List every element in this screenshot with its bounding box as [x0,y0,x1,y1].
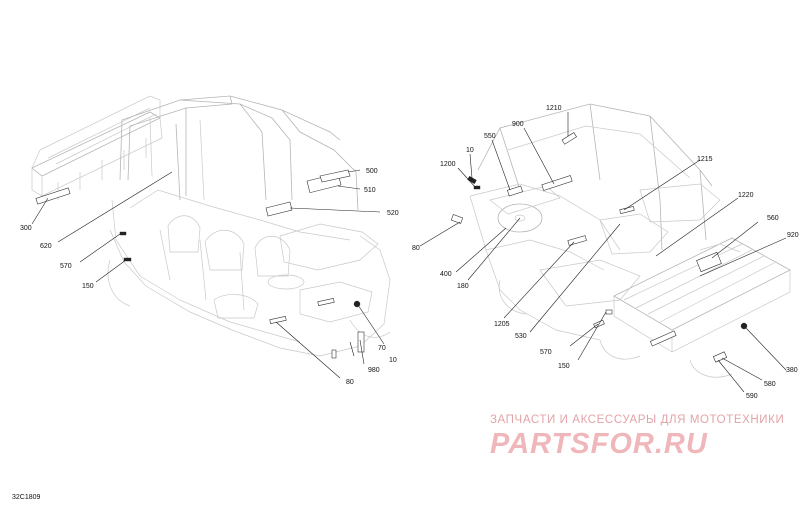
callout-380: 380 [786,367,798,374]
callout-180: 180 [457,283,469,290]
right-callouts: 1210 900 550 10 1200 1215 1220 560 920 8… [412,105,799,400]
callout-580: 580 [764,381,776,388]
callout-920: 920 [787,232,799,239]
callout-1215: 1215 [697,156,713,163]
right-leader-lines [419,112,787,393]
left-leader-lines [31,169,385,379]
callout-980: 980 [368,367,380,374]
callout-560: 560 [767,215,779,222]
drawing-code: 32C1809 [12,494,41,501]
callout-900: 900 [512,121,524,128]
callout-530: 530 [515,333,527,340]
callout-10: 10 [389,357,397,364]
callout-1200: 1200 [440,161,456,168]
callout-520: 520 [387,210,399,217]
callout-550: 550 [484,133,496,140]
callout-80: 80 [346,379,354,386]
callout-1205: 1205 [494,321,510,328]
callout-1220: 1220 [738,192,754,199]
callout-510: 510 [364,187,376,194]
callout-150-right: 150 [558,363,570,370]
right-vehicle-drawing [450,103,791,378]
callout-570: 570 [60,263,72,270]
callout-500: 500 [366,168,378,175]
callout-300: 300 [20,225,32,232]
callout-620: 620 [40,243,52,250]
callout-1210: 1210 [546,105,562,112]
callout-80-right: 80 [412,245,420,252]
callout-150: 150 [82,283,94,290]
callout-400: 400 [440,271,452,278]
watermark-logo: PARTSFOR.RU [490,428,708,460]
callout-10-right: 10 [466,147,474,154]
callout-570-right: 570 [540,349,552,356]
callout-590: 590 [746,393,758,400]
callout-70: 70 [378,345,386,352]
watermark-caption: ЗАПЧАСТИ И АКСЕССУАРЫ ДЛЯ МОТОТЕХНИКИ [490,414,785,426]
left-vehicle-drawing [31,95,391,359]
left-callouts: 500 510 520 300 620 570 150 70 10 980 80 [20,168,399,386]
